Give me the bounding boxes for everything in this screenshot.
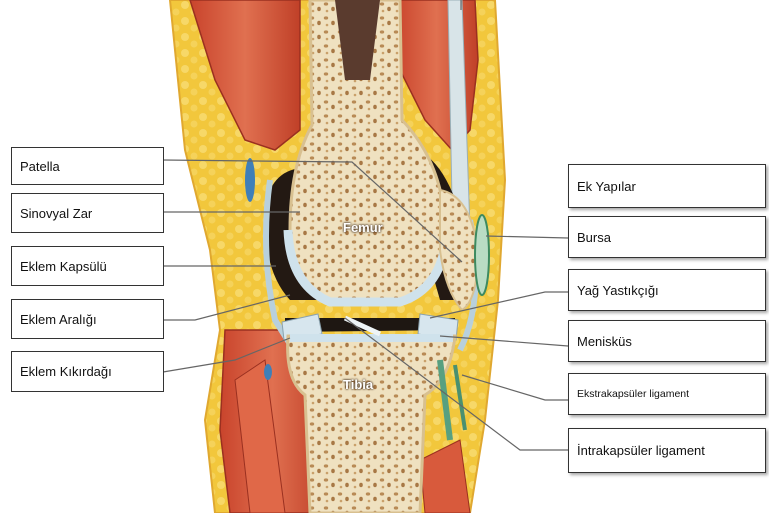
label-eklem-kapsulu: Eklem Kapsülü [11, 246, 164, 286]
label-intrakapsuler-ligament: İntrakapsüler ligament [568, 428, 766, 473]
vessel [245, 158, 255, 202]
vessel-2 [264, 364, 272, 380]
femur-label: Femur [343, 220, 383, 235]
label-eklem-kikirdagi: Eklem Kıkırdağı [11, 351, 164, 392]
label-meniskus: Menisküs [568, 320, 766, 362]
bursa-sac [475, 215, 489, 295]
label-eklem-araligi: Eklem Aralığı [11, 299, 164, 339]
label-patella: Patella [11, 147, 164, 185]
label-ek-yapilar: Ek Yapılar [568, 164, 766, 208]
label-sinovyal-zar: Sinovyal Zar [11, 193, 164, 233]
label-yag-yastikcigi: Yağ Yastıkçığı [568, 269, 766, 311]
tibia-label: Tibia [343, 377, 373, 392]
label-ekstrakapsuler-ligament: Ekstrakapsüler ligament [568, 373, 766, 415]
label-bursa: Bursa [568, 216, 766, 258]
